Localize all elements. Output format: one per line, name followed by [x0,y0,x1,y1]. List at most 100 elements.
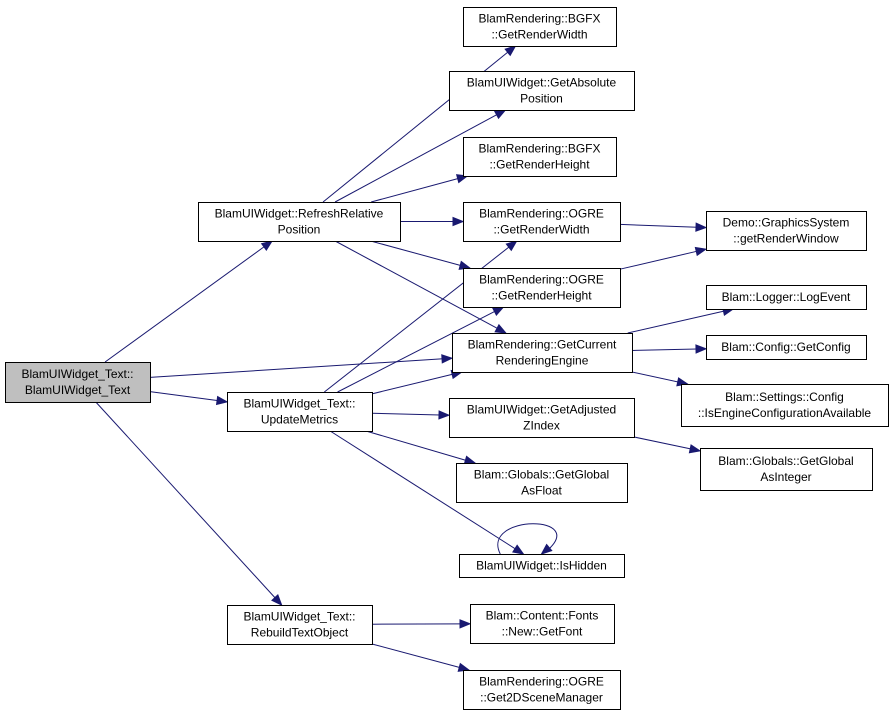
edge-refresh-to-bgfx_h [371,174,469,203]
node-label: BlamRendering::BGFX [478,12,600,26]
edge-ogre_w-to-render_win [619,222,708,232]
edge-line [631,371,679,383]
node-label: ::GetRenderWidth [493,223,589,237]
node-label: Position [278,223,321,237]
arrowhead-icon [494,323,508,334]
node-scene-mgr[interactable]: BlamRendering::OGRE::Get2DSceneManager [463,670,621,710]
node-box [706,335,867,360]
edge-update-to-is_hidden [329,430,525,555]
arrowhead-icon [441,354,454,364]
node-box [463,137,617,177]
node-label: Blam::Config::GetConfig [721,340,850,354]
node-label: Blam::Globals::GetGlobal [474,468,609,482]
node-label: BlamRendering::OGRE [479,207,604,221]
edge-line [149,391,219,402]
node-box [456,463,628,503]
arrowhead-icon [512,544,525,555]
edge-line [334,240,499,330]
node-label: ::New::GetFont [502,625,583,639]
node-box [459,554,625,578]
arrowhead-icon [694,246,708,257]
node-label: Blam::Logger::LogEvent [722,290,851,304]
edge-line [95,401,276,599]
node-log-event[interactable]: Blam::Logger::LogEvent [706,285,867,310]
edge-cur_engine-to-get_config [631,344,708,354]
edges-layer [95,45,735,672]
node-label: AsFloat [521,484,562,498]
edge-update-to-adj_z [371,410,451,420]
edge-line [371,373,454,395]
edge-line [334,113,498,203]
node-label: ZIndex [523,419,560,433]
node-ogre-w[interactable]: BlamRendering::OGRE::GetRenderWidth [463,202,621,242]
node-is-hidden[interactable]: BlamUIWidget::IsHidden [459,554,625,578]
node-ogre-h[interactable]: BlamRendering::OGRE::GetRenderHeight [463,268,621,308]
node-box [449,71,635,111]
node-box [463,670,621,710]
edge-line [371,643,461,669]
nodes-layer: BlamUIWidget_Text::BlamUIWidget_TextBlam… [5,7,889,710]
node-box [463,268,621,308]
arrowhead-icon [452,216,465,227]
node-text-ctor[interactable]: BlamUIWidget_Text::BlamUIWidget_Text [5,362,151,403]
node-label: ::getRenderWindow [733,232,839,246]
node-bgfx-h[interactable]: BlamRendering::BGFX::GetRenderHeight [463,137,617,177]
edge-rebuild-to-scene_mgr [371,643,471,672]
edge-line [619,250,698,270]
node-render-win[interactable]: Demo::GraphicsSystem::getRenderWindow [706,211,867,251]
node-get-font[interactable]: Blam::Content::Fonts::New::GetFont [470,604,615,644]
node-bgfx-w[interactable]: BlamRendering::BGFX::GetRenderWidth [463,7,617,47]
edge-line [633,436,692,450]
node-rebuild[interactable]: BlamUIWidget_Text::RebuildTextObject [227,605,373,645]
edge-text_ctor-to-refresh [104,240,274,363]
node-label: ::GetRenderHeight [489,158,590,172]
edge-ogre_h-to-render_win [619,246,708,270]
edge-update-to-cur_engine [371,369,464,395]
node-label: ::IsEngineConfigurationAvailable [698,406,872,420]
node-label: BlamUIWidget_Text [25,383,131,397]
node-update[interactable]: BlamUIWidget_Text::UpdateMetrics [227,392,373,432]
node-box [681,384,889,427]
arrowhead-icon [540,543,553,555]
node-label: BlamUIWidget::RefreshRelative [215,207,384,221]
edge-line [104,245,266,363]
edge-line [371,177,459,203]
node-label: ::GetRenderHeight [491,289,592,303]
edge-refresh-to-ogre_h [370,240,472,270]
node-get-config[interactable]: Blam::Config::GetConfig [706,335,867,360]
node-box [227,392,373,432]
arrowhead-icon [463,455,477,465]
node-label: RenderingEngine [496,354,589,368]
node-label: Blam::Settings::Config [725,390,844,404]
edge-line [619,223,698,228]
node-label: Position [520,92,563,106]
node-label: ::Get2DSceneManager [480,691,603,705]
node-box [463,7,617,47]
node-box [470,604,615,644]
node-label: Blam::Globals::GetGlobal [718,454,853,468]
node-box [700,448,873,491]
node-label: BlamRendering::GetCurrent [468,338,617,352]
arrowhead-icon [695,344,708,354]
edge-cur_engine-to-log_event [627,306,735,334]
arrowhead-icon [491,306,505,317]
edge-line [365,430,467,461]
node-label: Blam::Content::Fonts [486,609,599,623]
node-label: AsInteger [760,470,811,484]
node-box [449,398,635,438]
edge-line [631,348,698,351]
node-label: Demo::GraphicsSystem [723,216,850,230]
node-label: BlamRendering::OGRE [479,675,604,689]
node-box [706,211,867,251]
arrowhead-icon [505,240,518,252]
node-label: BlamUIWidget_Text:: [243,397,355,411]
edge-line [337,310,496,393]
node-engine-cfg[interactable]: Blam::Settings::Config::IsEngineConfigur… [681,384,889,427]
